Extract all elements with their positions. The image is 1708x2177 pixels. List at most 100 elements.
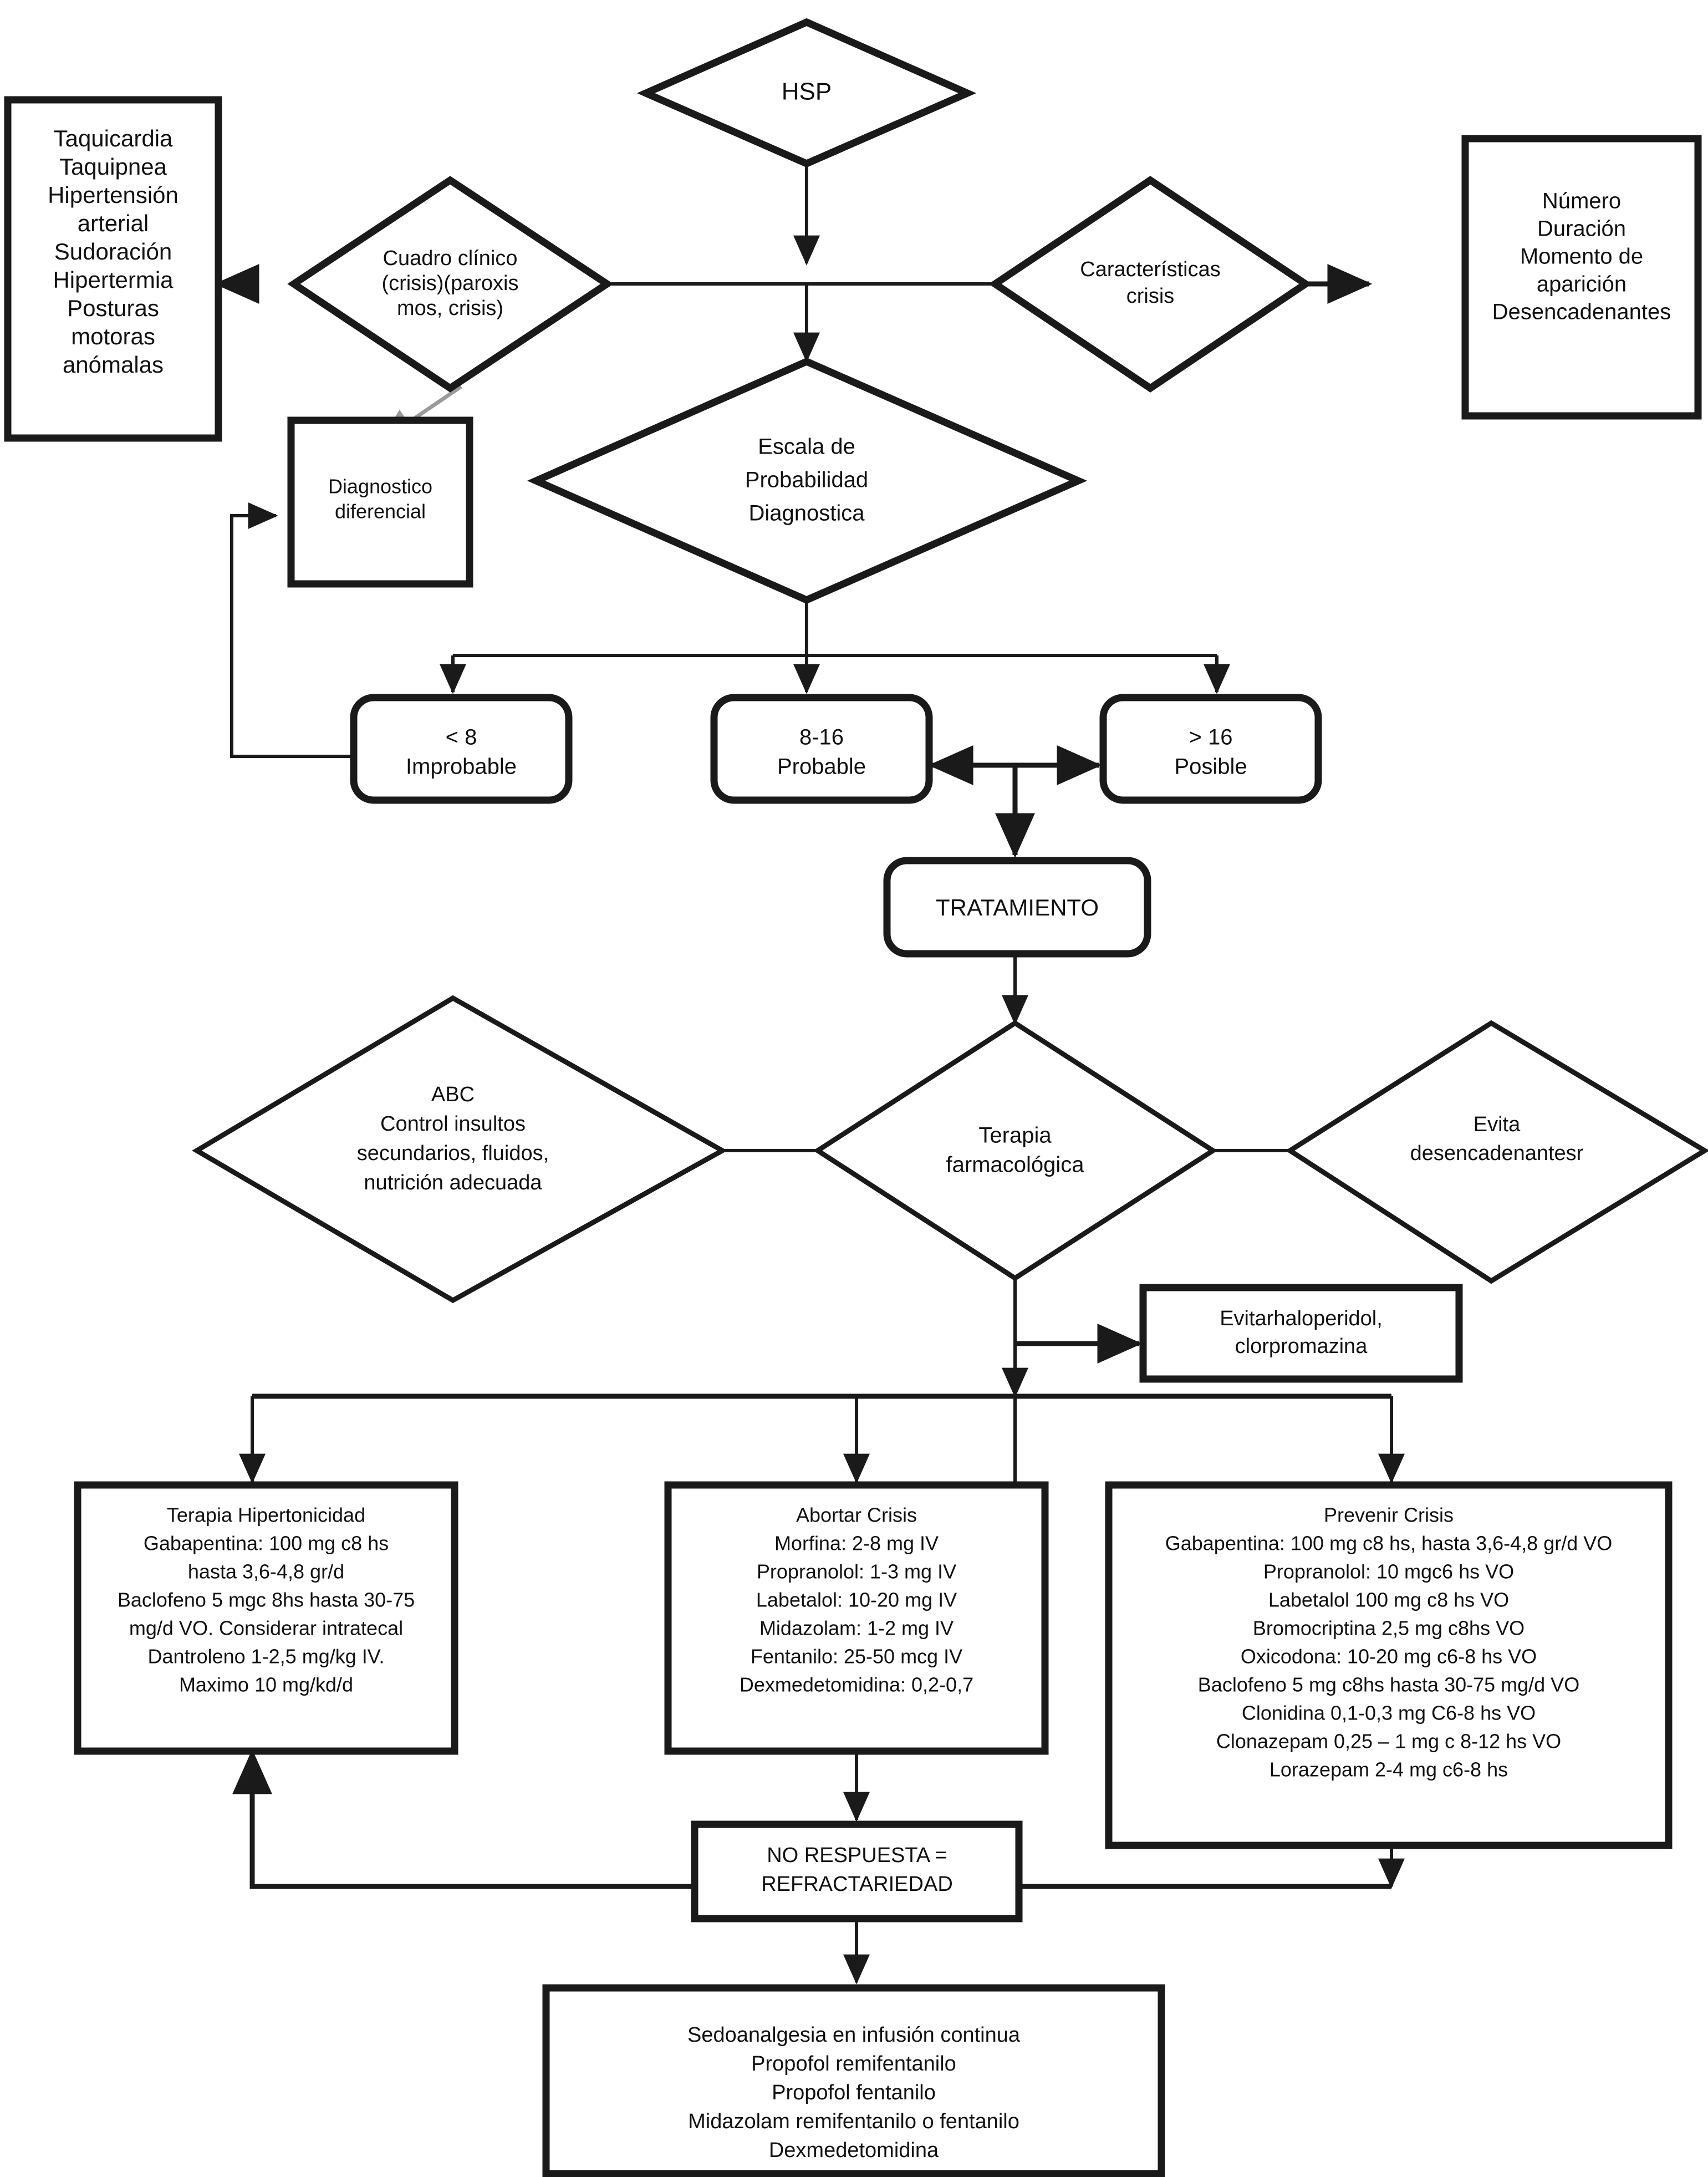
hiperton-line-5: Dantroleno 1-2,5 mg/kg IV. — [148, 1645, 385, 1668]
connector-escala-fan — [440, 600, 1230, 694]
tratamiento-label: TRATAMIENTO — [936, 894, 1099, 920]
sedo-line-4: Dexmedetomidina — [769, 2139, 939, 2162]
escala-line-1: Probabilidad — [745, 468, 868, 492]
sintomas-line-5: Hipertermia — [53, 267, 174, 293]
prevenir-line-7: Clonidina 0,1-0,3 mg C6-8 hs VO — [1242, 1702, 1536, 1725]
detalle-line-0: Número — [1542, 189, 1621, 213]
caracteristicas-detalle-box: Número Duración Momento de aparición Des… — [1461, 135, 1702, 420]
tratamiento-box: TRATAMIENTO — [883, 857, 1151, 958]
hiperton-line-2: hasta 3,6-4,8 gr/d — [188, 1560, 344, 1583]
sintomas-box: Taquicardia Taquipnea Hipertensión arter… — [4, 96, 222, 442]
sedo-line-0: Sedoanalgesia en infusión continua — [687, 2023, 1021, 2047]
sintomas-line-7: motoras — [71, 323, 155, 349]
abortar-line-2: Propranolol: 1-3 mg IV — [757, 1560, 956, 1583]
prevenir-line-8: Clonazepam 0,25 – 1 mg c 8-12 hs VO — [1216, 1730, 1561, 1753]
diagnostico-diferencial-box: Diagnostico diferencial — [287, 416, 473, 588]
posible-box: > 16 Posible — [1099, 694, 1322, 804]
cuadro-line-0: Cuadro clínico — [383, 247, 518, 270]
caracteristicas-crisis-diamond: Características crisis — [988, 176, 1312, 393]
norespuesta-line-0: NO RESPUESTA = — [767, 1844, 947, 1867]
posible-line-1: Posible — [1174, 755, 1247, 779]
improbable-line-1: Improbable — [406, 755, 517, 779]
hiperton-line-1: Gabapentina: 100 mg c8 hs — [144, 1532, 389, 1555]
abc-line-2: secundarios, fluidos, — [357, 1142, 549, 1165]
improbable-box: < 8 Improbable — [350, 694, 573, 804]
terapia-hipertonicidad-box: Terapia Hipertonicidad Gabapentina: 100 … — [74, 1481, 458, 1755]
connector-norespuesta-to-prevenir — [1018, 1847, 1405, 1889]
hiperton-line-0: Terapia Hipertonicidad — [167, 1504, 365, 1527]
sintomas-line-3: arterial — [78, 210, 149, 236]
escala-line-2: Diagnostica — [748, 501, 865, 526]
prevenir-line-6: Baclofeno 5 mg c8hs hasta 30-75 mg/d VO — [1198, 1674, 1579, 1696]
sedo-line-1: Propofol remifentanilo — [751, 2052, 956, 2076]
terapia-line-0: Terapia — [978, 1123, 1052, 1148]
terapia-farmacologica-diamond: Terapia farmacológica — [813, 1020, 1218, 1281]
evita-desencadenantes-diamond: Evita desencadenantesr — [1285, 1020, 1708, 1284]
detalle-line-1: Duración — [1537, 217, 1626, 241]
sintomas-line-8: anómalas — [63, 352, 164, 378]
cuadro-line-2: mos, crisis) — [397, 297, 503, 320]
prevenir-line-0: Prevenir Crisis — [1324, 1504, 1454, 1527]
cuadro-line-1: (crisis)(paroxis — [382, 272, 519, 295]
posible-line-0: > 16 — [1189, 725, 1233, 750]
cuadro-clinico-diamond: Cuadro clínico (crisis)(paroxis mos, cri… — [287, 176, 614, 393]
abortar-line-5: Fentanilo: 25-50 mcg IV — [751, 1645, 962, 1668]
abortar-line-6: Dexmedetomidina: 0,2-0,7 — [740, 1674, 973, 1696]
escala-diamond: Escala de Probabilidad Diagnostica — [527, 357, 1088, 604]
abortar-line-1: Morfina: 2-8 mg IV — [774, 1532, 939, 1555]
hiperton-line-6: Maximo 10 mg/kd/d — [179, 1674, 353, 1696]
evita-line-1: desencadenantesr — [1410, 1142, 1584, 1165]
caracteristicas-line-1: crisis — [1126, 284, 1175, 308]
diagdif-line-0: Diagnostico — [328, 475, 432, 498]
prevenir-crisis-box: Prevenir Crisis Gabapentina: 100 mg c8 h… — [1105, 1481, 1673, 1849]
sintomas-line-0: Taquicardia — [54, 125, 173, 151]
evitar-haloperidol-box: Evitarhaloperidol, clorpromazina — [1139, 1284, 1463, 1383]
prevenir-line-9: Lorazepam 2-4 mg c6-8 hs — [1269, 1758, 1508, 1781]
caracteristicas-line-0: Características — [1080, 258, 1220, 281]
abc-diamond: ABC Control insultos secundarios, fluido… — [192, 995, 728, 1304]
sintomas-line-4: Sudoración — [54, 238, 172, 265]
sedo-line-3: Midazolam remifentanilo o fentanilo — [688, 2110, 1019, 2133]
probable-line-0: 8-16 — [799, 725, 844, 750]
detalle-line-3: aparición — [1537, 272, 1627, 297]
terapia-line-1: farmacológica — [946, 1153, 1084, 1177]
probable-line-1: Probable — [777, 755, 866, 779]
connector-three-boxes-fan — [239, 1367, 1405, 1484]
sintomas-line-1: Taquipnea — [59, 154, 167, 180]
haloperidol-line-1: clorpromazina — [1235, 1335, 1368, 1358]
prevenir-line-1: Gabapentina: 100 mg c8 hs, hasta 3,6-4,8… — [1165, 1532, 1613, 1555]
connector-terapia-fan — [1013, 1278, 1143, 1497]
hsp-diamond: HSP — [636, 18, 977, 168]
hiperton-line-4: mg/d VO. Considerar intratecal — [129, 1617, 403, 1640]
evita-line-0: Evita — [1474, 1113, 1521, 1136]
probable-box: 8-16 Probable — [710, 694, 933, 804]
abortar-line-4: Midazolam: 1-2 mg IV — [759, 1617, 954, 1640]
abortar-line-3: Labetalol: 10-20 mg IV — [756, 1589, 957, 1611]
connector-norespuesta-to-hipertonicidad — [232, 1749, 696, 1889]
hsp-label: HSP — [782, 78, 832, 105]
connector-improbable-to-diagnostico — [230, 502, 355, 758]
hiperton-line-3: Baclofeno 5 mgc 8hs hasta 30-75 — [118, 1589, 415, 1611]
diagdif-line-1: diferencial — [335, 500, 426, 523]
sintomas-line-2: Hipertensión — [48, 182, 179, 208]
haloperidol-line-0: Evitarhaloperidol, — [1220, 1307, 1383, 1330]
abc-line-1: Control insultos — [380, 1112, 526, 1136]
abortar-line-0: Abortar Crisis — [796, 1504, 917, 1527]
connector-probable-posible — [928, 745, 1102, 858]
abortar-crisis-box: Abortar Crisis Morfina: 2-8 mg IV Propra… — [664, 1481, 1049, 1755]
prevenir-line-3: Labetalol 100 mg c8 hs VO — [1268, 1589, 1509, 1611]
abc-line-3: nutrición adecuada — [364, 1171, 542, 1194]
sedo-line-2: Propofol fentanilo — [772, 2081, 936, 2104]
sintomas-line-6: Posturas — [67, 295, 159, 321]
prevenir-line-5: Oxicodona: 10-20 mg c6-8 hs VO — [1241, 1645, 1537, 1668]
no-respuesta-box: NO RESPUESTA = REFRACTARIEDAD — [691, 1820, 1023, 1922]
prevenir-line-4: Bromocriptina 2,5 mg c8hs VO — [1253, 1617, 1525, 1640]
escala-line-0: Escala de — [758, 435, 855, 459]
detalle-line-2: Momento de — [1520, 245, 1643, 269]
norespuesta-line-1: REFRACTARIEDAD — [761, 1873, 953, 1896]
improbable-line-0: < 8 — [446, 725, 477, 750]
abc-line-0: ABC — [431, 1083, 475, 1106]
sedoanalgesia-box: Sedoanalgesia en infusión continua Propo… — [542, 1984, 1165, 2177]
detalle-line-4: Desencadenantes — [1492, 300, 1671, 324]
